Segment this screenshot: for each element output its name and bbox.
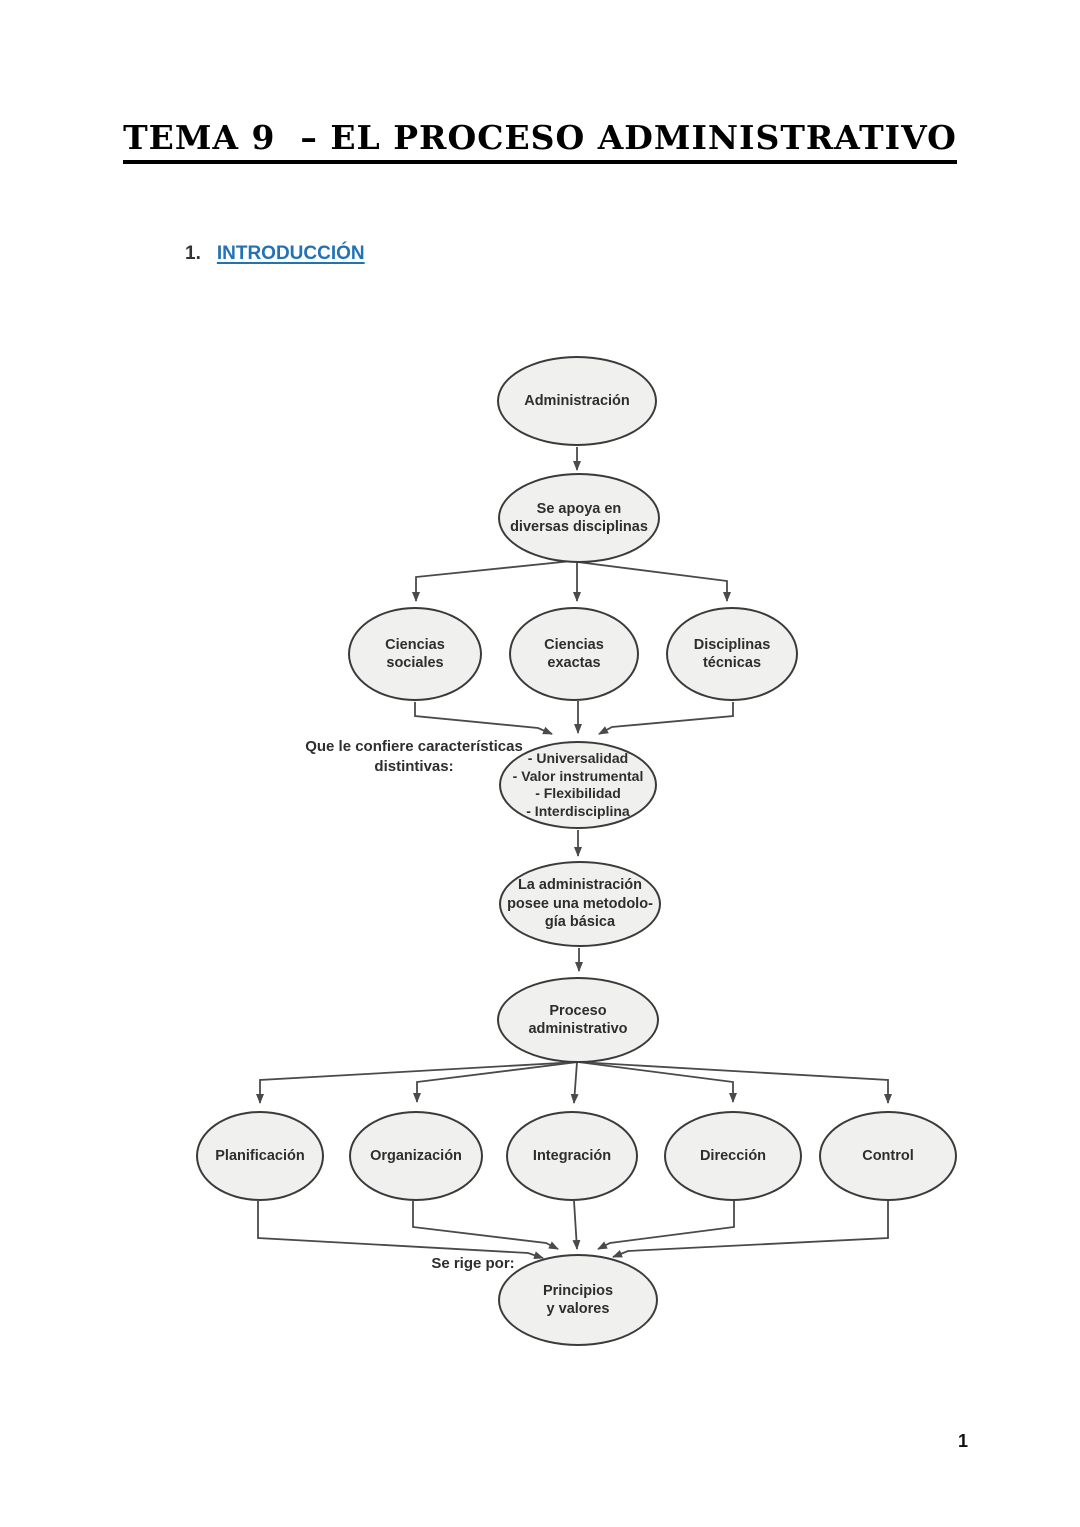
node-control: Control	[819, 1111, 957, 1201]
section-heading: 1. INTRODUCCIÓN	[185, 243, 365, 265]
node-principios: Principios y valores	[498, 1254, 658, 1346]
node-proceso-administrativo: Proceso administrativo	[497, 977, 659, 1063]
page-title: TEMA 9 – EL PROCESO ADMINISTRATIVO	[0, 118, 1080, 164]
node-disciplinas-tecnicas-label: Disciplinas técnicas	[693, 636, 771, 672]
node-proceso-administrativo-label: Proceso administrativo	[528, 1002, 628, 1038]
node-planificacion-label: Planificación	[215, 1147, 305, 1164]
arrow-planificacion-principios	[257, 1201, 544, 1259]
node-caracteristicas: - Universalidad - Valor instrumental - F…	[499, 741, 657, 829]
node-ciencias-sociales: Ciencias sociales	[348, 607, 482, 701]
node-se-apoya-label: Se apoya en diversas disciplinas	[510, 500, 648, 536]
node-administracion-label: Administración	[524, 392, 630, 409]
page-title-text: TEMA 9 – EL PROCESO ADMINISTRATIVO	[123, 118, 957, 164]
arrow-integracion-principios	[572, 1200, 581, 1250]
node-control-label: Control	[862, 1147, 914, 1164]
node-organizacion-label: Organización	[370, 1147, 462, 1164]
arrow-seapoya-tecnicas	[553, 558, 731, 602]
section-label: INTRODUCCIÓN	[216, 243, 365, 264]
node-integracion-label: Integración	[532, 1147, 612, 1164]
node-metodologia-label: La administración posee una metodolo- gí…	[507, 877, 653, 931]
section-number: 1.	[185, 243, 201, 264]
node-caracteristicas-label: - Universalidad - Valor instrumental - F…	[512, 750, 644, 819]
node-disciplinas-tecnicas: Disciplinas técnicas	[666, 607, 798, 701]
arrow-control-principios	[612, 1201, 889, 1258]
node-direccion: Dirección	[664, 1111, 802, 1201]
arrow-direccion-principios	[597, 1201, 735, 1250]
arrow-tecnicas-caracteristicas	[598, 702, 734, 735]
arrow-proceso-integracion	[570, 1061, 579, 1104]
arrow-proceso-organizacion	[413, 1061, 579, 1103]
node-ciencias-sociales-label: Ciencias sociales	[385, 636, 445, 672]
label-caracteristicas: Que le confiere características distinti…	[305, 738, 523, 775]
arrow-proceso-control	[577, 1061, 892, 1104]
node-principios-label: Principios y valores	[542, 1282, 614, 1318]
arrow-seapoya-sociales	[412, 557, 602, 602]
node-metodologia: La administración posee una metodolo- gí…	[499, 861, 661, 947]
label-se-rige-por: Se rige por:	[431, 1255, 515, 1272]
node-se-apoya: Se apoya en diversas disciplinas	[498, 473, 660, 563]
node-ciencias-exactas: Ciencias exactas	[509, 607, 639, 701]
arrow-sociales-caracteristicas	[414, 702, 553, 735]
node-administracion: Administración	[497, 356, 657, 446]
arrow-proceso-direccion	[577, 1061, 737, 1103]
node-ciencias-exactas-label: Ciencias exactas	[544, 636, 604, 672]
node-direccion-label: Dirección	[699, 1147, 767, 1164]
arrow-proceso-planificacion	[256, 1061, 579, 1104]
node-organizacion: Organización	[349, 1111, 483, 1201]
page-number: 1	[958, 1431, 969, 1451]
node-planificacion: Planificación	[196, 1111, 324, 1201]
node-integracion: Integración	[506, 1111, 638, 1201]
arrow-organizacion-principios	[412, 1201, 559, 1250]
